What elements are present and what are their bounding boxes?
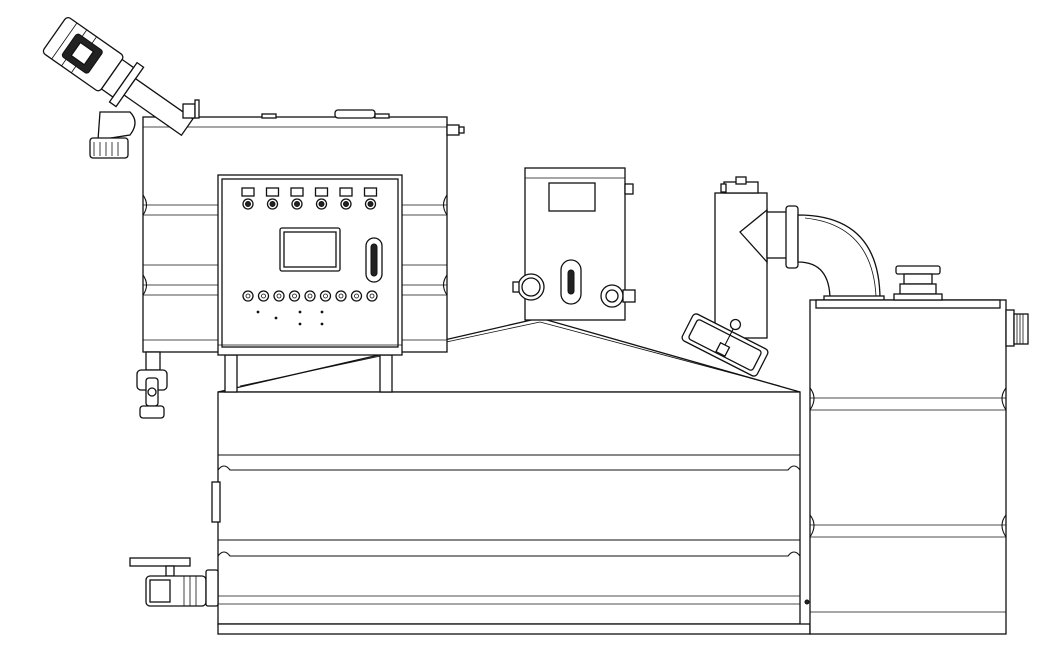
- panel-knob: [350, 290, 363, 302]
- panel-knob-center: [369, 293, 375, 299]
- panel-switch-center: [318, 201, 325, 207]
- panel-knob-center: [245, 293, 251, 299]
- panel-switch-center: [294, 201, 300, 207]
- panel-bottom-knobs: [242, 290, 378, 302]
- right-column: [714, 176, 885, 339]
- inspection-manhole: [681, 313, 769, 377]
- panel-knob: [257, 290, 270, 302]
- centre-column: [512, 167, 636, 321]
- panel-switch-center: [343, 201, 349, 207]
- panel-switch-center: [269, 201, 276, 207]
- motor-outlet: [89, 99, 200, 159]
- panel-switch-housing: [314, 187, 329, 197]
- panel-switch-housing: [363, 187, 378, 197]
- panel-knob: [366, 290, 378, 302]
- panel-knob: [304, 290, 316, 302]
- panel-knob: [288, 290, 301, 302]
- panel-knob-center: [338, 293, 344, 299]
- panel-knob-center: [354, 293, 359, 299]
- panel-switch-housing: [241, 187, 255, 197]
- panel-knob-center: [323, 293, 328, 299]
- panel-switch-center: [367, 201, 374, 207]
- panel-knob: [319, 290, 332, 302]
- panel-switch-housing: [339, 187, 353, 197]
- panel-knob-center: [261, 293, 266, 299]
- panel-knob: [273, 290, 285, 302]
- panel-switch-housing: [265, 187, 280, 197]
- right-tank: [804, 265, 1029, 635]
- panel-top-switches: [241, 187, 378, 210]
- panel-knob: [335, 290, 347, 302]
- panel-switch-center: [245, 201, 251, 207]
- drain-valve: [129, 557, 219, 607]
- panel-switch-housing: [290, 187, 304, 197]
- panel-knob-center: [307, 293, 313, 299]
- panel-knob: [242, 290, 254, 302]
- control-panel: [217, 174, 403, 356]
- mixer-motor: [42, 17, 194, 137]
- panel-knob-center: [292, 293, 297, 299]
- main-tank: [211, 317, 811, 635]
- panel-knob-center: [276, 293, 282, 299]
